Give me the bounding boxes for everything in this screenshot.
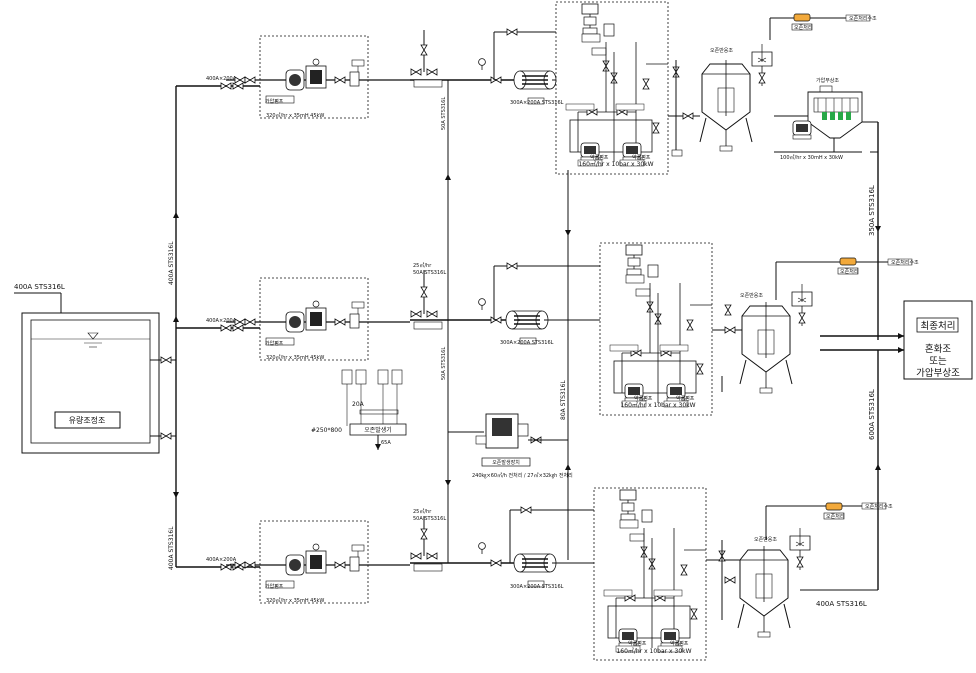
flotation-unit: 가압부상조 100㎥/hr x 30mH x 30kW	[774, 77, 878, 161]
contact-pump-b2: 약품펌프	[676, 395, 695, 402]
right-pipe-mid: 600A STS316L	[868, 389, 876, 440]
contact-pump-a2: 약품펌프	[634, 395, 653, 402]
pump-spec-1: 320㎥/hr x 35mH 45kW	[266, 112, 324, 119]
pump-station-2: 가압펌프 320㎥/hr x 35mH 45kW	[226, 278, 410, 361]
contact-pump-a3: 약품펌프	[628, 640, 647, 647]
reactor-label-2: 오존반응조	[740, 292, 763, 299]
pipe-50a-label-mid: 50A STS316L	[441, 347, 447, 380]
ozone-badge-1: 오존처리	[791, 13, 812, 31]
main-pipe-label: 400A STS316L	[14, 283, 65, 291]
hx-label-1: 300A×200A STS316L	[510, 100, 564, 106]
tank-tag-1: 오존처리수조	[849, 15, 877, 22]
tank-tag-2: 오존처리수조	[891, 259, 919, 266]
heat-exchanger-1: 300A×200A STS316L	[510, 70, 564, 106]
ozone-gen-spec: 240㎏×60㎥/h 전처리 / 27㎥×32㎏h 전처리	[472, 472, 573, 480]
blower-size: 20A	[352, 401, 365, 408]
ozone-line-label: 80A STS316L	[560, 380, 567, 420]
reactor-1: 오존반응조	[699, 44, 772, 152]
reactor-3: 오존반응조	[737, 528, 810, 638]
reducer-label-1: 400A×200A	[206, 76, 237, 82]
contact-pump-b3: 약품펌프	[670, 640, 689, 647]
badge-label-2: 오존처리	[840, 268, 858, 275]
badge-label-3: 오존처리	[826, 513, 844, 520]
reactor-2: 오존반응조	[739, 284, 812, 394]
reducer-label-2: 400A×200A	[206, 318, 237, 324]
flow-pipe-2: 50A STS316L	[413, 270, 446, 276]
blower-outlet: 65A	[381, 440, 391, 446]
final-line2: 또는	[929, 356, 947, 367]
contact-unit-2: 160㎥/hr x 10bar x 30kW 약품펌프 약품펌프	[600, 243, 712, 415]
pump-station-3: 가압펌프 320㎥/hr x 35mH 45kW	[226, 521, 410, 604]
badge-label-1: 오존처리	[794, 24, 812, 31]
branch-pipe-label-top: 400A STS316L	[168, 241, 175, 285]
blower-group: 20A 오존발생기 #250*800 65A	[311, 369, 407, 450]
blower-name: 오존발생기	[364, 426, 392, 434]
pipe-50a-label-top: 50A STS316L	[441, 97, 447, 130]
final-treatment: 최종처리 혼화조 또는 가압부상조	[903, 300, 973, 380]
tank-tag-3: 오존처리수조	[865, 503, 893, 510]
heat-exchanger-3: 300A×200A STS316L	[510, 553, 564, 590]
clarifier-spec: 100㎥/hr x 30mH x 30kW	[780, 154, 843, 161]
flow-label-3: 25㎥/hr	[413, 508, 432, 515]
right-pipe-bottom: 400A STS316L	[816, 600, 867, 608]
ozone-badge-3: 오존처리	[823, 502, 844, 520]
pump-spec-3: 320㎥/hr x 35mH 45kW	[266, 597, 324, 604]
pump-station-1: 가압펌프 320㎥/hr x 35mH 45kW	[226, 36, 410, 119]
ozone-generator: 오존발생장치 240㎏×60㎥/h 전처리 / 27㎥×32㎏h 전처리	[448, 413, 573, 480]
reducer-label-3: 400A×200A	[206, 557, 237, 563]
branch-pipe-label-bottom: 400A STS316L	[168, 526, 175, 570]
final-line3: 가압부상조	[916, 367, 960, 379]
tank-label-box	[54, 411, 121, 429]
blower-dimension: #250*800	[311, 427, 342, 434]
ozone-badge-2: 오존처리	[837, 257, 858, 275]
right-pipe-top: 350A STS316L	[868, 185, 876, 236]
final-title: 최종처리	[921, 320, 956, 332]
contact-unit-3: 160㎥/hr x 10bar x 30kW 약품펌프 약품펌프	[594, 488, 706, 660]
hx-label-3: 300A×200A STS316L	[510, 584, 564, 590]
hx-label-2: 300A×200A STS316L	[500, 340, 554, 346]
tank-label: 유량조정조	[69, 415, 106, 425]
pump-label-1: 가압펌프	[265, 98, 284, 105]
pump-label-3: 가압펌프	[265, 583, 284, 590]
pump-label-2: 가압펌프	[265, 340, 284, 347]
flow-pipe-3: 50A STS316L	[413, 516, 446, 522]
contact-spec-3: 160㎥/hr x 10bar x 30kW	[616, 647, 691, 655]
contact-spec-1: 160㎥/hr x 10bar x 30kW	[578, 160, 653, 168]
flow-label-2: 25㎥/hr	[413, 262, 432, 269]
pump-spec-2: 320㎥/hr x 35mH 45kW	[266, 354, 324, 361]
contact-pump-a1: 약품펌프	[590, 154, 609, 161]
final-line1: 혼화조	[925, 343, 951, 355]
contact-pump-b1: 약품펌프	[632, 154, 651, 161]
contact-spec-2: 160㎥/hr x 10bar x 30kW	[620, 401, 695, 409]
reactor-label-1: 오존반응조	[710, 47, 733, 54]
heat-exchanger-2: 300A×200A STS316L	[500, 310, 554, 346]
clarifier-label: 가압부상조	[816, 77, 839, 84]
contact-unit-1: 160㎥/hr x 10bar x 30kW 약품펌프 약품펌프	[556, 2, 668, 174]
ozone-gen-label: 오존발생장치	[492, 459, 520, 466]
